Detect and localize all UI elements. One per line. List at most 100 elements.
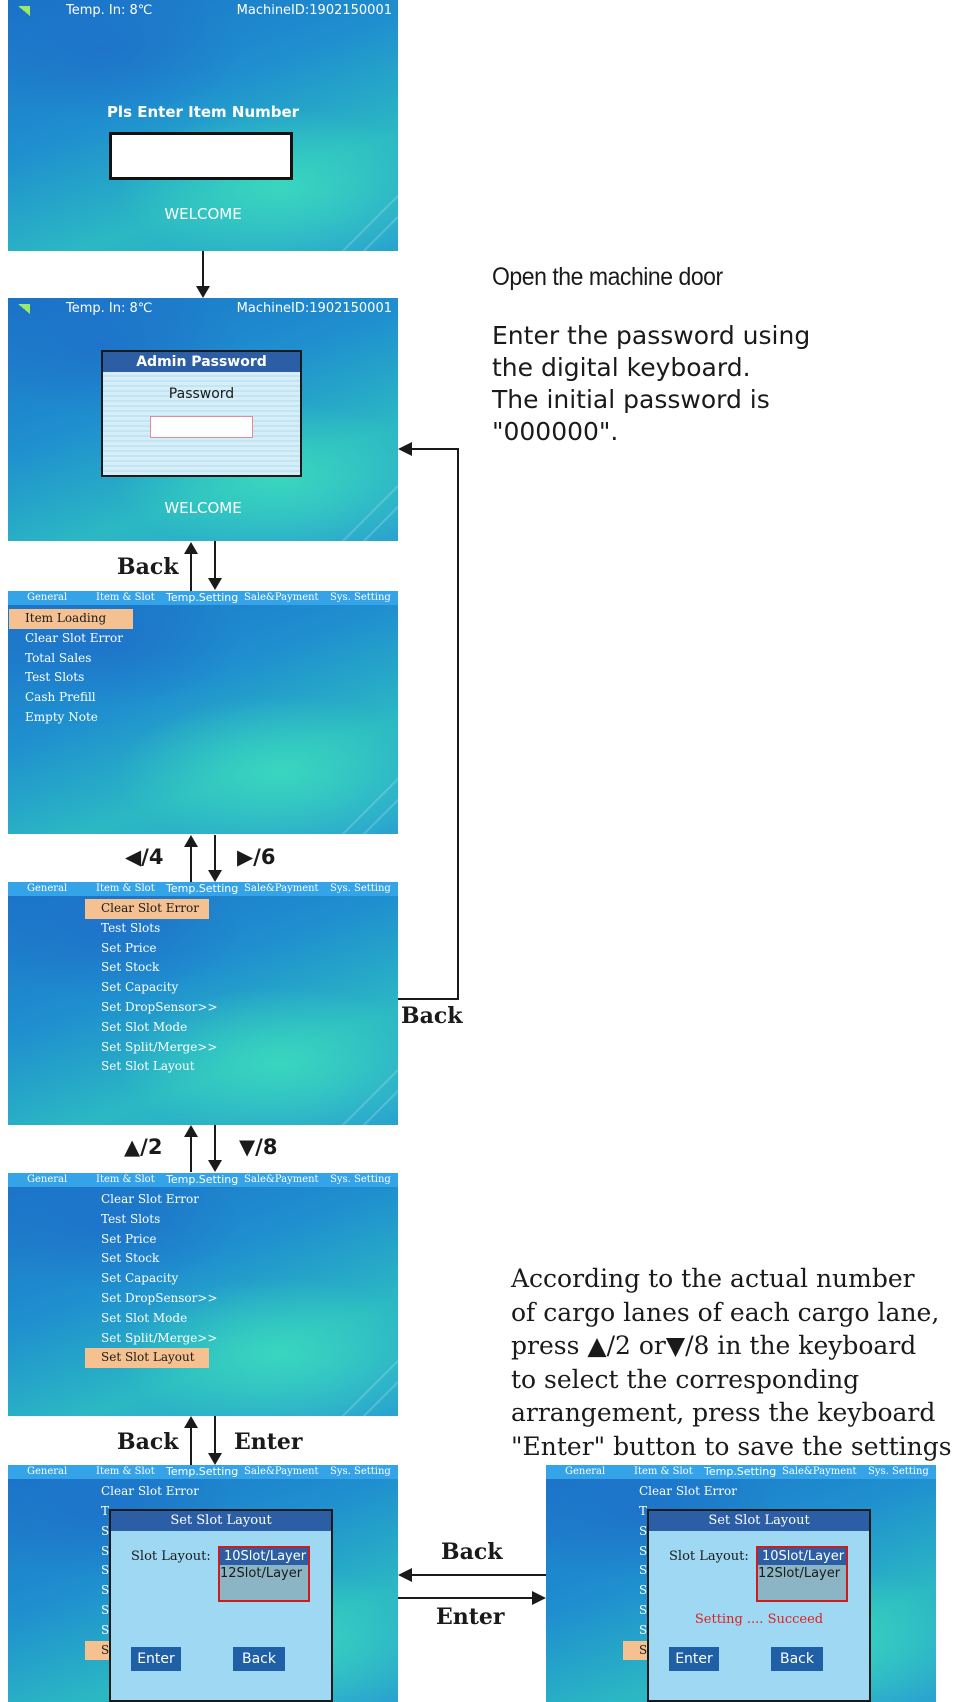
tab-temp-setting[interactable]: Temp.Setting xyxy=(166,1173,239,1186)
menu-item-set-split-merge[interactable]: Set Split/Merge>> xyxy=(101,1039,218,1054)
temperature-readout: Temp. In: 8℃ xyxy=(66,3,153,18)
option-12-slot[interactable]: 12Slot/Layer xyxy=(758,1566,841,1581)
menu-item-set-slot-layout[interactable]: Set Slot Layout xyxy=(85,1348,209,1369)
menu-item-clear-slot-error[interactable]: Clear Slot Error xyxy=(101,1484,199,1498)
tab-sys-setting[interactable]: Sys. Setting xyxy=(868,1466,929,1477)
menu-item-set-dropsensor[interactable]: Set DropSensor>> xyxy=(101,1290,218,1305)
tab-sale-payment[interactable]: Sale&Payment xyxy=(244,1466,319,1477)
arrowhead-down-1 xyxy=(196,286,210,298)
tab-sys-setting[interactable]: Sys. Setting xyxy=(330,592,391,603)
tab-item-slot[interactable]: Item & Slot xyxy=(634,1466,693,1477)
item-number-prompt: Pls Enter Item Number xyxy=(106,103,300,121)
menu-item-clear-slot-error[interactable]: Clear Slot Error xyxy=(85,899,209,919)
tab-item-slot[interactable]: Item & Slot xyxy=(96,592,155,603)
menu-item-set-capacity[interactable]: Set Capacity xyxy=(101,1271,179,1286)
menu-item-clear-slot-error[interactable]: Clear Slot Error xyxy=(639,1484,737,1498)
enter-label-3: Enter xyxy=(234,1429,303,1455)
right-6-label: ▶/6 xyxy=(237,845,276,869)
arrowhead-up-5 xyxy=(184,1416,198,1428)
menu-item-set-stock[interactable]: Set Stock xyxy=(101,1251,160,1266)
menu-item-total-sales[interactable]: Total Sales xyxy=(25,650,92,665)
item-number-input[interactable] xyxy=(109,132,293,180)
tab-sale-payment[interactable]: Sale&Payment xyxy=(244,883,319,894)
menu-item-set-price[interactable]: Set Price xyxy=(101,940,157,955)
screen-item-slot-menu-bottom: General Item & Slot Temp.Setting Sale&Pa… xyxy=(8,1173,398,1416)
left-4-label: ◀/4 xyxy=(125,845,164,869)
background-decoration xyxy=(338,191,398,251)
arrow-left-6 xyxy=(408,1574,546,1576)
tab-general[interactable]: General xyxy=(565,1466,606,1477)
peek-letter: S xyxy=(101,1563,110,1578)
admin-password-dialog: Admin Password Password xyxy=(101,350,302,477)
menu-tab-bar: General Item & Slot Temp.Setting Sale&Pa… xyxy=(8,1173,398,1187)
note-line: Enter the password using xyxy=(492,321,811,350)
back-label-2: Back xyxy=(401,1003,463,1029)
tab-temp-setting[interactable]: Temp.Setting xyxy=(166,882,239,895)
menu-item-set-split-merge[interactable]: Set Split/Merge>> xyxy=(101,1330,218,1345)
menu-peek-letters: T S S S S S S S xyxy=(623,1502,653,1661)
back-button[interactable]: Back xyxy=(771,1647,823,1671)
back-button[interactable]: Back xyxy=(233,1647,285,1671)
arrowhead-down-2 xyxy=(208,578,222,590)
tab-general[interactable]: General xyxy=(27,1174,68,1185)
enter-button[interactable]: Enter xyxy=(669,1647,719,1671)
menu-item-set-capacity[interactable]: Set Capacity xyxy=(101,980,179,995)
arrow-down-2 xyxy=(214,541,216,581)
arrowhead-right-6 xyxy=(532,1591,546,1605)
tab-temp-setting[interactable]: Temp.Setting xyxy=(166,1465,239,1478)
tab-general[interactable]: General xyxy=(27,592,68,603)
menu-item-cash-prefill[interactable]: Cash Prefill xyxy=(25,690,96,705)
menu-item-set-stock[interactable]: Set Stock xyxy=(101,960,160,975)
tab-sys-setting[interactable]: Sys. Setting xyxy=(330,1466,391,1477)
layout-options-box[interactable]: 10Slot/Layer 12Slot/Layer xyxy=(218,1546,310,1602)
menu-item-set-slot-layout[interactable]: Set Slot Layout xyxy=(101,1059,195,1074)
menu-item-test-slots[interactable]: Test Slots xyxy=(25,670,85,685)
option-10-slot[interactable]: 10Slot/Layer xyxy=(220,1548,308,1565)
option-10-slot[interactable]: 10Slot/Layer xyxy=(758,1548,846,1565)
tab-item-slot[interactable]: Item & Slot xyxy=(96,883,155,894)
tab-temp-setting[interactable]: Temp.Setting xyxy=(704,1465,777,1478)
tab-general[interactable]: General xyxy=(27,1466,68,1477)
layout-options-box[interactable]: 10Slot/Layer 12Slot/Layer xyxy=(756,1546,848,1602)
slot-layout-label: Slot Layout: xyxy=(669,1549,749,1564)
background-decoration xyxy=(338,481,398,541)
menu-item-clear-slot-error[interactable]: Clear Slot Error xyxy=(25,630,123,645)
arrowhead-up-4 xyxy=(184,1125,198,1137)
menu-item-test-slots[interactable]: Test Slots xyxy=(101,1211,161,1226)
note-instructions: Enter the password using the digital key… xyxy=(492,320,810,448)
option-12-slot[interactable]: 12Slot/Layer xyxy=(220,1566,303,1581)
enter-button[interactable]: Enter xyxy=(131,1647,181,1671)
tab-item-slot[interactable]: Item & Slot xyxy=(96,1466,155,1477)
tab-temp-setting[interactable]: Temp.Setting xyxy=(166,591,239,604)
menu-item-set-slot-mode[interactable]: Set Slot Mode xyxy=(101,1310,188,1325)
menu-item-test-slots[interactable]: Test Slots xyxy=(101,920,161,935)
tab-item-slot[interactable]: Item & Slot xyxy=(96,1174,155,1185)
tab-sys-setting[interactable]: Sys. Setting xyxy=(330,1174,391,1185)
dialog-title: Admin Password xyxy=(103,352,300,372)
welcome-text: WELCOME xyxy=(164,499,242,517)
arrow-down-5 xyxy=(214,1416,216,1456)
tab-general[interactable]: General xyxy=(27,883,68,894)
down-8-label: ▼/8 xyxy=(239,1135,278,1159)
tab-sys-setting[interactable]: Sys. Setting xyxy=(330,883,391,894)
note-line: arrangement, press the keyboard xyxy=(511,1398,936,1427)
menu-item-set-price[interactable]: Set Price xyxy=(101,1231,157,1246)
menu-item-loading[interactable]: Item Loading xyxy=(9,609,133,629)
tab-sale-payment[interactable]: Sale&Payment xyxy=(244,592,319,603)
peek-letter: S xyxy=(101,1602,110,1617)
peek-letter-selected: S xyxy=(623,1640,653,1661)
menu-item-empty-note[interactable]: Empty Note xyxy=(25,709,98,724)
note-line: The initial password is xyxy=(492,385,770,414)
password-input[interactable] xyxy=(150,416,253,438)
tab-sale-payment[interactable]: Sale&Payment xyxy=(244,1174,319,1185)
background-decoration xyxy=(338,1356,398,1416)
tab-sale-payment[interactable]: Sale&Payment xyxy=(782,1466,857,1477)
menu-peek-letters: T S S S S S S S xyxy=(85,1502,115,1661)
menu-item-set-slot-mode[interactable]: Set Slot Mode xyxy=(101,1019,188,1034)
menu-item-clear-slot-error[interactable]: Clear Slot Error xyxy=(101,1192,199,1206)
menu-item-set-dropsensor[interactable]: Set DropSensor>> xyxy=(101,999,218,1014)
peek-letter: S xyxy=(639,1543,648,1558)
peek-letter: S xyxy=(639,1523,648,1538)
dialog-title: Set Slot Layout xyxy=(111,1511,331,1531)
screen-set-slot-layout: General Item & Slot Temp.Setting Sale&Pa… xyxy=(8,1465,398,1702)
